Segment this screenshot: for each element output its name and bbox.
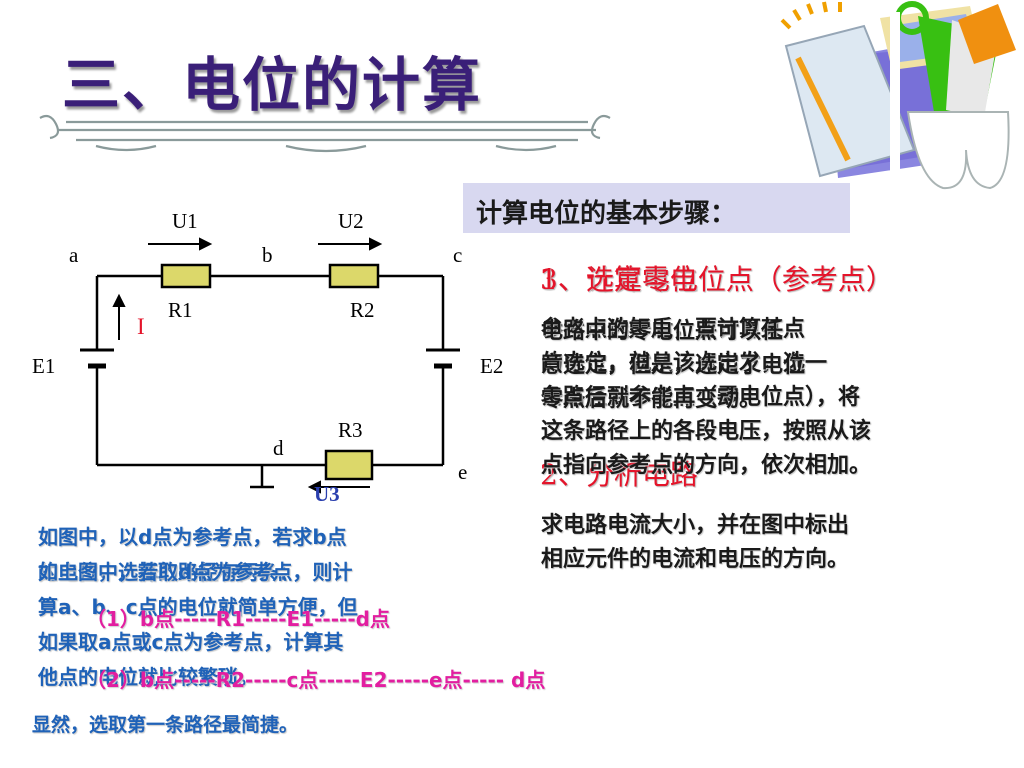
steps-heading: 计算电位的基本步骤：	[476, 199, 737, 229]
title-ornament	[39, 114, 611, 153]
step2-line: 相应元件的电流和电压的方向。	[541, 546, 850, 572]
example2-text: 如上图中，若取d点为参考点，则计 算a、b、c点的电位就简单方便，但 如果取a点…	[38, 555, 358, 695]
label-e1: E1	[32, 354, 56, 378]
label-r2: R2	[350, 298, 375, 322]
label-node-d: d	[273, 436, 284, 460]
label-r3: R3	[338, 418, 363, 442]
step3-line: 参考点选好后，要计算某点	[541, 316, 806, 342]
step1-line: 意选定，但是，选定了电位	[541, 352, 806, 378]
example-line: 如图中，以d点为参考点，若求b点	[38, 525, 347, 549]
label-node-b: b	[262, 243, 273, 267]
page-title: 三、电位的计算	[62, 51, 483, 119]
steps-heading-box	[463, 183, 850, 233]
label-u1: U1	[172, 209, 198, 233]
step3-text: 参考点选好后，要计算某点 的电位，就从该点出发，选一 条路径到参考点（零电位点）…	[541, 312, 871, 482]
step1-heading: 1、选定零电位点（参考点）	[540, 263, 894, 296]
step2-line: 求电路电流大小，并在图中标出	[541, 512, 850, 538]
step1-line: 电路中的零电位点可以任	[541, 318, 784, 344]
step3-line: 条路径到参考点（零电位点），将	[541, 384, 861, 410]
example-line: 的电位，选择的路径有两条：	[38, 560, 298, 584]
circuit-diagram	[80, 237, 460, 494]
label-e2: E2	[480, 354, 504, 378]
example2-line: 他点的电位就比较繁琐。	[38, 665, 258, 689]
label-node-c: c	[453, 243, 463, 267]
label-r1: R1	[168, 298, 193, 322]
resistor-r1	[160, 263, 212, 289]
label-u2: U2	[338, 209, 364, 233]
step3-line: 这条路径上的各段电压，按照从该	[541, 418, 872, 444]
conclusion-text: 显然，选取第一条路径最简捷。	[32, 714, 299, 736]
example2-line: 如果取a点或c点为参考点，计算其	[38, 630, 344, 654]
step3-line: 点指向参考点的方向，依次相加。	[541, 452, 872, 478]
step2-text: 求电路电流大小，并在图中标出 相应元件的电流和电压的方向。	[541, 508, 849, 576]
resistor-r3	[324, 449, 374, 481]
label-u3: U3	[314, 482, 340, 506]
step3-heading: 3、计算电位	[540, 263, 698, 296]
battery-e1	[80, 348, 114, 369]
path-option-1: （1）b点-----R1-----E1-----d点	[86, 607, 390, 631]
example2-line: 如上图中，若取d点为参考点，则计	[38, 560, 353, 584]
step1-text: 电路中的零电位点可以任 意选定，但是，选定了电位 零点后就不能再变动。	[541, 314, 805, 416]
example-text: 如图中，以d点为参考点，若求b点 的电位，选择的路径有两条：	[38, 520, 347, 590]
step3-line: 的电位，就从该点出发，选一	[541, 350, 828, 376]
example2-line: 算a、b、c点的电位就简单方便，但	[38, 595, 358, 619]
label-node-e: e	[458, 460, 468, 484]
resistor-r2	[328, 263, 380, 289]
label-node-a: a	[69, 243, 79, 267]
decorative-clipart	[780, 1, 1016, 190]
label-current: I	[137, 314, 145, 339]
step2-heading: 2、分析电路	[540, 458, 698, 491]
battery-e2	[426, 348, 460, 369]
path-option-2: （2）b点-----R2-----c点-----E2-----e点----- d…	[86, 668, 546, 692]
step1-line: 零点后就不能再变动。	[541, 386, 762, 412]
